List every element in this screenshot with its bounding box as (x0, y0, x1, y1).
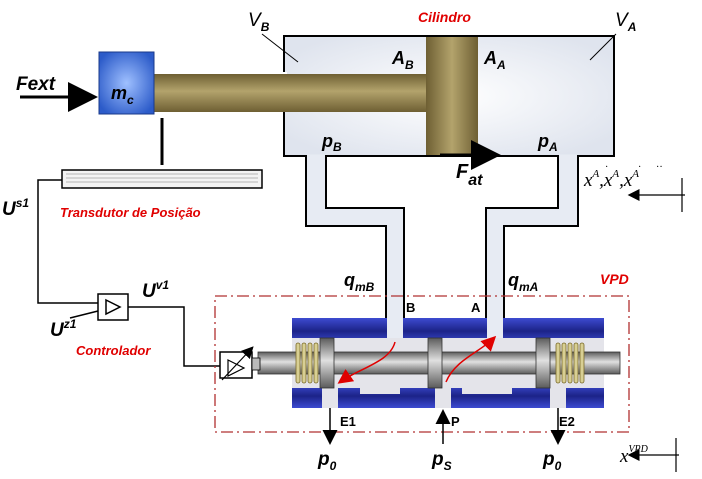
cylinder-title: Cilindro (418, 9, 471, 25)
port-p-label: P (451, 414, 460, 429)
vpd-label: VPD (600, 271, 629, 287)
feedback-wire (37, 179, 98, 304)
port-a-label: A (471, 300, 481, 315)
dot-marks: · (605, 162, 608, 173)
label-qma: qmA (508, 270, 538, 294)
label-p0-left: p0 (317, 449, 337, 473)
label-ps: pS (431, 449, 452, 473)
xvpd-motion-indicator (627, 438, 679, 472)
solenoid-actuator (219, 346, 261, 381)
port-e1-label: E1 (340, 414, 356, 429)
flow-arrow-b-to-e1 (337, 341, 396, 384)
label-uz1: Uz1 (50, 317, 77, 341)
label-fext: Fext (16, 74, 56, 95)
position-transducer (61, 169, 263, 189)
cylinder (153, 35, 615, 319)
label-xvpd: xVPD (619, 444, 649, 467)
spring-right (555, 342, 585, 384)
label-us1: Us1 (2, 196, 29, 220)
label-pa: pA (537, 131, 558, 154)
mass-block (98, 51, 155, 115)
spring-left (295, 342, 319, 384)
transducer-label: Transdutor de Posição (60, 205, 201, 220)
spool-land-right (535, 337, 551, 389)
xa-motion-indicator (627, 178, 685, 212)
svg-text:·: · (638, 162, 641, 173)
controller-block (97, 293, 129, 321)
label-qmb: qmB (344, 270, 375, 294)
label-vb: VB (248, 10, 270, 34)
line-a-fill-2 (487, 209, 577, 225)
label-aa: AA (483, 48, 506, 72)
port-e2-label: E2 (559, 414, 575, 429)
line-b-fill-3 (387, 209, 403, 319)
flow-arrow-p-to-a (445, 335, 497, 383)
label-pb: pB (321, 131, 342, 154)
transducer-hatching (66, 173, 258, 183)
line-a-fill-3 (487, 209, 503, 319)
piston-rod (153, 74, 427, 112)
port-b-opening (387, 318, 403, 342)
controller-output-wire (128, 306, 220, 367)
port-p-opening (435, 386, 451, 408)
label-xa-motion: xA,xA,xA (583, 168, 639, 191)
spool-land-left (319, 337, 335, 389)
label-va: VA (615, 10, 636, 34)
piston (426, 37, 478, 155)
line-b-fill (307, 156, 325, 216)
vpd-boundary (214, 295, 630, 433)
port-b-label: B (406, 300, 415, 315)
label-uv1: Uv1 (142, 278, 169, 302)
servo-valve (219, 318, 621, 408)
label-fat: Fat (456, 161, 483, 189)
controller-label: Controlador (76, 343, 151, 358)
line-a-fill (559, 156, 577, 216)
label-p0-right: p0 (542, 449, 562, 473)
label-mass: mc (111, 83, 134, 107)
label-ab: AB (391, 48, 414, 72)
svg-text:··: ·· (656, 162, 663, 173)
setpoint-wire (69, 310, 99, 319)
port-e2-opening (550, 386, 566, 408)
line-b-fill-2 (307, 209, 403, 225)
port-e1-opening (322, 386, 338, 408)
spool-land-center (427, 337, 443, 389)
